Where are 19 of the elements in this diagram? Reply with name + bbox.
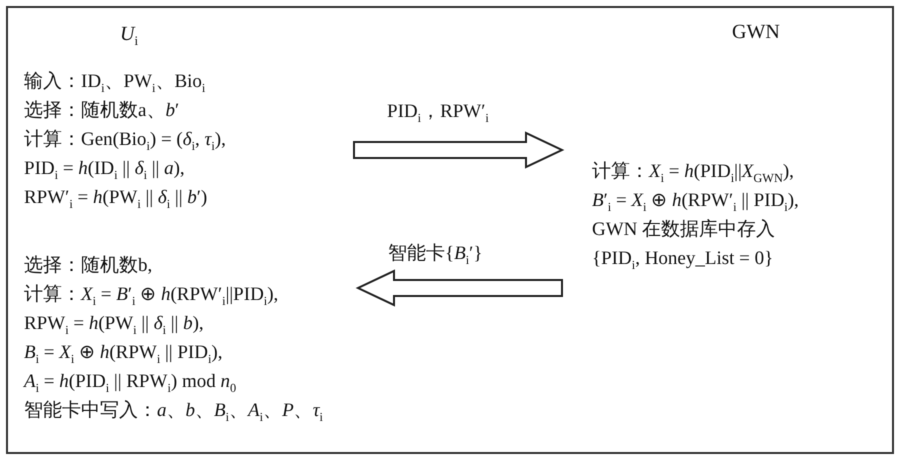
formula-line: RPW$_{i}$ = h(PW$_{i}$ || δ$_{i}$ || b), <box>24 312 204 339</box>
formula-line: PID$_{i}$ = h(ID$_{i}$ || δ$_{i}$ || a), <box>24 157 185 184</box>
formula-line: 计算：Gen(Bio$_{i}$) = (δ$_{i}$, τ$_{i}$), <box>24 128 226 155</box>
formula-line: 智能卡中写入：a、b、B$_{i}$、A$_{i}$、P、τ$_{i}$ <box>24 399 323 426</box>
formula-line: 选择：随机数a、b′ <box>24 99 180 123</box>
formula-line: {PID$_{i}$, Honey_List = 0} <box>592 247 774 274</box>
formula-line: 选择：随机数b, <box>24 254 152 278</box>
formula-line: GWN 在数据库中存入 <box>592 218 776 242</box>
formula-line: 计算：X$_{i}$ = B′$_{i}$ ⊕ h(RPW′$_{i}$||PID$_{i}$), <box>24 283 278 310</box>
formula-line: B′$_{i}$ = X$_{i}$ ⊕ h(RPW′$_{i}$ || PID$_{i}$), <box>592 189 799 216</box>
formula-line: A$_{i}$ = h(PID$_{i}$ || RPW$_{i}$) mod n$_{0}$ <box>24 370 236 397</box>
formula-line: 输入：ID$_{i}$、PW$_{i}$、Bio$_{i}$ <box>24 70 206 97</box>
formula-line: 计算：X$_{i}$ = h(PID$_{i}$||X$_{GWN}$), <box>592 160 794 187</box>
formula-line: RPW′$_{i}$ = h(PW$_{i}$ || δ$_{i}$ || b′) <box>24 186 208 213</box>
heading: GWN <box>732 20 780 45</box>
block-arrow <box>356 269 563 307</box>
heading: U$_{i}$ <box>120 22 138 50</box>
formula-line: B$_{i}$ = X$_{i}$ ⊕ h(RPW$_{i}$ || PID$_{i}$), <box>24 341 222 368</box>
block-arrow <box>353 131 564 169</box>
